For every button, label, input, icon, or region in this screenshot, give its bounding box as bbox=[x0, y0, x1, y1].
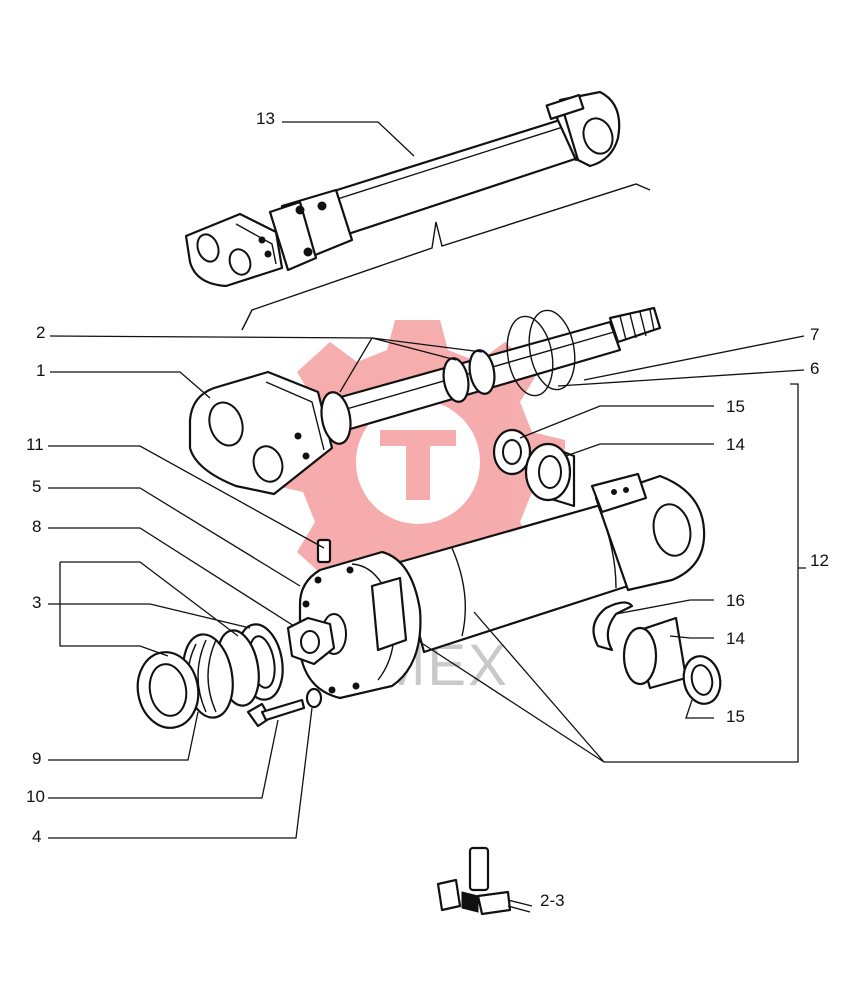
assembly-bracket-line bbox=[241, 183, 651, 331]
callout-14-lower: 14 bbox=[726, 629, 745, 648]
part-10-bolt bbox=[246, 698, 306, 728]
callout-2: 2 bbox=[36, 323, 45, 342]
callout-13: 13 bbox=[256, 109, 275, 128]
callout-16: 16 bbox=[726, 591, 745, 610]
part-5-nut bbox=[286, 616, 336, 666]
part-15-upper-seal-ring bbox=[492, 428, 532, 476]
callout-5: 5 bbox=[32, 477, 41, 496]
part-4-washer bbox=[305, 687, 323, 709]
watermark-logo-icon bbox=[272, 320, 565, 604]
callout-14-upper: 14 bbox=[726, 435, 745, 454]
part-14-upper-bushing bbox=[524, 442, 576, 508]
callout-15-upper: 15 bbox=[726, 397, 745, 416]
callout-6: 6 bbox=[810, 359, 819, 378]
callout-8: 8 bbox=[32, 517, 41, 536]
callout-4: 4 bbox=[32, 827, 41, 846]
callout-1: 1 bbox=[36, 361, 45, 380]
part-15-lower-seal-ring bbox=[682, 655, 722, 705]
part-1-piston-rod bbox=[188, 306, 662, 496]
part-13-complete-cylinder bbox=[184, 90, 621, 288]
part-3-9-piston bbox=[136, 633, 234, 729]
callout-labels: 13 2 1 11 5 8 3 9 10 4 7 6 15 14 12 16 1… bbox=[26, 109, 829, 846]
leader-lines bbox=[48, 121, 806, 839]
part-16-snap-ring bbox=[592, 601, 634, 652]
part-7-6-o-rings bbox=[506, 309, 576, 397]
reference-tools-icon bbox=[436, 846, 533, 916]
callout-10: 10 bbox=[26, 787, 45, 806]
callout-7: 7 bbox=[810, 325, 819, 344]
callout-15-lower: 15 bbox=[726, 707, 745, 726]
part-14-lower-bushing bbox=[622, 616, 688, 690]
callout-12: 12 bbox=[810, 551, 829, 570]
reference-label: 2-3 bbox=[540, 891, 565, 910]
callout-11: 11 bbox=[26, 435, 44, 454]
callout-3: 3 bbox=[32, 593, 41, 612]
callout-9: 9 bbox=[32, 749, 41, 768]
part-12-cylinder-barrel bbox=[298, 472, 706, 700]
part-11-pin bbox=[316, 538, 332, 564]
